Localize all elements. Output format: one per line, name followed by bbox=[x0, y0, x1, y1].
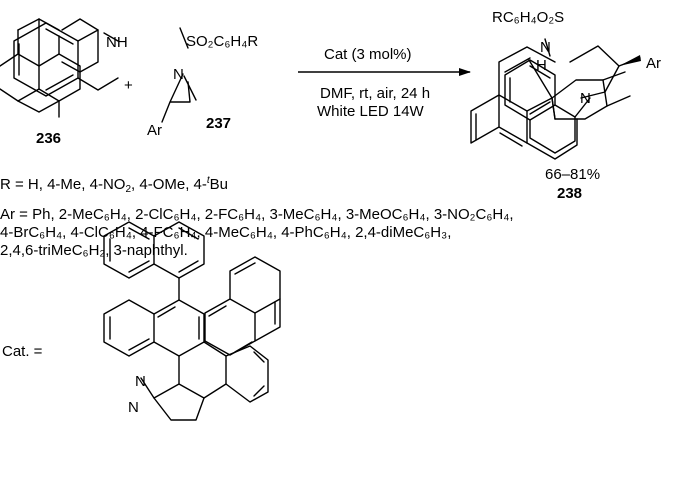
sulfonyl-substituent: SO₂C₆H₄R bbox=[186, 33, 258, 50]
reactant-237-structure bbox=[161, 27, 197, 123]
r-substituent-list: R = H, 4-Me, 4-NO2, 4-OMe, 4-tBu bbox=[0, 175, 229, 195]
compound-label-238: 238 bbox=[557, 185, 582, 202]
catalyst-n1-atom: N bbox=[135, 373, 146, 390]
product-238-core bbox=[504, 38, 641, 154]
product-n1-atom: N bbox=[540, 39, 551, 56]
catalyst-structure bbox=[103, 221, 281, 421]
catalyst-n2-atom: N bbox=[128, 399, 139, 416]
arrow-catalyst-condition: Cat (3 mol%) bbox=[324, 46, 412, 63]
aryl-group: Ar bbox=[147, 122, 162, 139]
product-h-atom: H bbox=[536, 57, 547, 74]
plus-sign: + bbox=[124, 77, 133, 94]
product-n2-atom: N bbox=[580, 90, 591, 107]
product-yield: 66–81% bbox=[545, 166, 600, 183]
compound-label-237: 237 bbox=[206, 115, 231, 132]
catalyst-label: Cat. = bbox=[2, 343, 43, 360]
ar-substituent-list-line2: 4-BrC₆H₄, 4-ClC₆H₄, 4-FC₆H₄, 4-MeC₆H₄, 4… bbox=[0, 224, 452, 241]
product-aryl-group: Ar bbox=[646, 55, 661, 72]
ar-substituent-list-line3: 2,4,6-triMeC₆H₂, 3-naphthyl. bbox=[0, 242, 188, 259]
nh-atom: NH bbox=[106, 34, 128, 51]
arrow-solvent-condition: DMF, rt, air, 24 h bbox=[320, 85, 430, 102]
arrow-light-condition: White LED 14W bbox=[317, 103, 425, 120]
product-sulfonyl-substituent: RC₆H₄O₂S bbox=[492, 9, 564, 26]
aziridine-n-atom: N bbox=[173, 66, 184, 83]
compound-label-236: 236 bbox=[36, 130, 61, 147]
product-238-structure bbox=[470, 46, 631, 160]
ar-substituent-list-line1: Ar = Ph, 2-MeC₆H₄, 2-ClC₆H₄, 2-FC₆H₄, 3-… bbox=[0, 206, 514, 223]
reactant-236-ring bbox=[13, 22, 119, 97]
reactant-236-structure bbox=[0, 18, 99, 118]
